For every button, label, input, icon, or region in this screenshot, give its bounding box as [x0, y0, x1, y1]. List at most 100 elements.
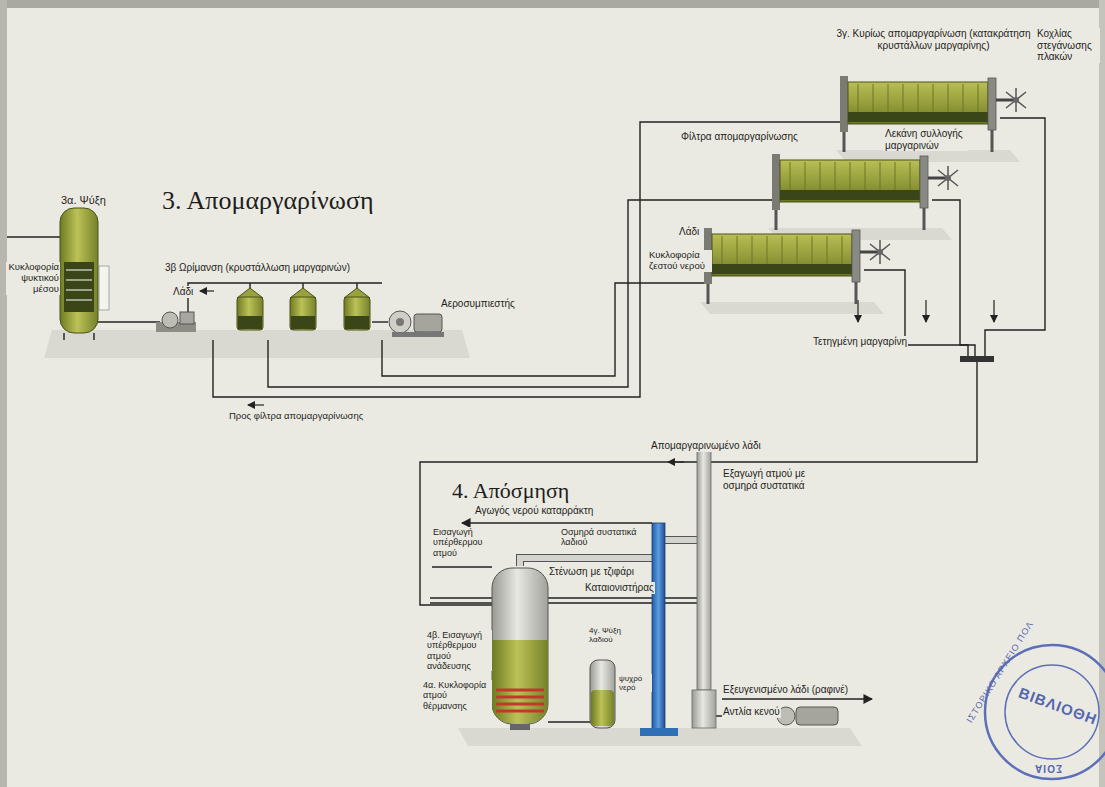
- cooling-vessel: [64, 333, 94, 340]
- barometric-column: [652, 523, 665, 733]
- air-compressor: [396, 318, 404, 326]
- flow-label: Εξευγενισμένο λάδι (ραφινέ): [722, 684, 849, 696]
- flow-arrow: [200, 290, 214, 291]
- flow-label: Προς φίλτρα απομαργαρίνωσης: [228, 411, 364, 422]
- pump: [156, 312, 196, 332]
- pipe: [462, 522, 652, 523]
- cooling-vessel: [64, 262, 94, 312]
- air-compressor: [389, 311, 444, 337]
- air-compressor: [414, 314, 442, 332]
- pipe: [432, 566, 492, 567]
- pump: [180, 312, 194, 324]
- flow-arrow: [925, 300, 926, 322]
- flow-arrow: [248, 404, 264, 405]
- flow-arrow: [200, 291, 994, 462]
- maturation-tank: [238, 316, 262, 329]
- flow-label: Τετηγμένη μαργαρίνη: [812, 336, 908, 348]
- flow-arrow: [857, 300, 858, 322]
- pipe: [372, 321, 388, 322]
- section-heading: 3. Απομαργαρίνωση: [162, 186, 374, 216]
- part-label: Λεκάνη συλλογής μαργαρινών: [884, 128, 968, 151]
- photo-frame: [0, 0, 1105, 8]
- library-stamp: [1005, 665, 1099, 759]
- section-heading: 4. Απόσμηση: [452, 478, 569, 503]
- filter-press: [704, 76, 1026, 304]
- flow-label: ψυχρό νερό: [618, 674, 652, 692]
- pipe: [7, 118, 1045, 605]
- filter-press: [772, 154, 958, 230]
- part-label: 3γ. Κυρίως απομαργαρίνωση (κατακράτηση κ…: [830, 28, 1037, 51]
- air-compressor: [389, 311, 411, 333]
- air-compressor: [392, 332, 444, 337]
- vapour-pipe: [520, 558, 652, 566]
- deodorizer-vessel: [492, 568, 548, 730]
- vapour-pipe: [520, 558, 652, 566]
- flow-label: Αγωγός νερού καταρράκτη: [474, 505, 594, 517]
- vacuum-pump: [716, 707, 838, 725]
- floor-plate: [44, 150, 1020, 746]
- flow-label: Απομαργαρινωμένο λάδι: [650, 440, 762, 452]
- oil-cooler: [590, 660, 615, 728]
- vapour-pipe: [697, 450, 711, 690]
- pipe: [268, 200, 780, 387]
- part-label: Αεροσυμπιεστής: [440, 298, 516, 310]
- barometric-column: [640, 523, 678, 736]
- cooling-vessel: [60, 208, 98, 333]
- maturation-tank: [291, 316, 315, 329]
- maturation-tank: [237, 297, 263, 330]
- maturation-tank: [290, 297, 316, 330]
- floor-plate: [458, 728, 862, 746]
- stamp-text: ΙΣΤΟΡΙΚΟ ΑΡΧΕΙΟ ΠΟΛ: [964, 619, 1035, 725]
- part-label: Φίλτρα απομαργαρίνωσης: [680, 131, 799, 143]
- pipe: [7, 236, 60, 237]
- maturation-tank: [345, 316, 369, 329]
- pipe: [382, 283, 712, 376]
- part-label: 4α. Κυκλοφορία ατμού θέρμανσης: [422, 680, 492, 711]
- part-label: Αντλία κενού: [722, 706, 781, 718]
- vacuum-pump: [796, 707, 838, 725]
- pipe: [98, 321, 160, 322]
- flow-label: Οσμηρά συστατικά λαδιού: [560, 527, 644, 548]
- part-label: Στένωση με τζιφάρι: [548, 566, 635, 578]
- flow-label: Εισαγωγή υπέρθερμου ατμού: [432, 527, 492, 558]
- maturation-tank: [237, 288, 370, 330]
- part-label: 3β Ωρίμανση (κρυστάλλωση μαργαρινών): [164, 262, 351, 274]
- part-label: 4γ. Ψύξη λαδιού: [588, 626, 624, 644]
- stamp-text: ΒΙΒΛΙΟΘΗ: [1016, 684, 1099, 728]
- margarine-collector: [960, 356, 994, 362]
- vapour-pipe: [665, 537, 700, 543]
- cooling-vessel: [66, 270, 92, 300]
- pipe: [985, 118, 1045, 356]
- stamp-text: ΣΟΙΑ: [1034, 762, 1062, 774]
- cooling-vessel: [99, 266, 109, 310]
- filter-press: [840, 76, 1026, 152]
- filter-press: [704, 228, 890, 304]
- flow-arrow: [993, 300, 994, 322]
- part-label: Κοχλίας στεγάνωσης πλακών: [1036, 28, 1100, 63]
- pipe: [548, 721, 590, 722]
- margarine-collector: [960, 356, 994, 362]
- photo-frame: [0, 0, 7, 787]
- deodorizer-vessel: [510, 724, 530, 730]
- part-label: 4β. Εισαγωγή υπέρθερμου ατμού ανάδευσης: [426, 630, 492, 671]
- flow-label: Κυκλοφορία ζεστού νερού: [648, 250, 712, 272]
- flow-label: Λάδι: [172, 286, 194, 298]
- vapour-pipe: [665, 536, 700, 544]
- flow-label: Εξαγωγή ατμού με οσμηρά συστατικά: [722, 468, 814, 491]
- cooling-vessel: [60, 208, 109, 340]
- oil-cooler: [590, 660, 615, 728]
- maturation-tank: [344, 297, 370, 330]
- vapour-pipe: [692, 690, 716, 728]
- flow-arrow: [668, 461, 684, 462]
- deodorizer-vessel: [496, 690, 544, 711]
- part-label: Καταιονιστήρας: [584, 582, 655, 594]
- floor-plate: [44, 330, 470, 358]
- flow-label: Κυκλοφορία ψυκτικού μέσου: [6, 262, 60, 295]
- part-label: 3α. Ψύξη: [60, 194, 107, 207]
- oil-cooler: [591, 690, 614, 726]
- barometric-column: [640, 728, 678, 736]
- deodorizer-vessel: [492, 640, 548, 724]
